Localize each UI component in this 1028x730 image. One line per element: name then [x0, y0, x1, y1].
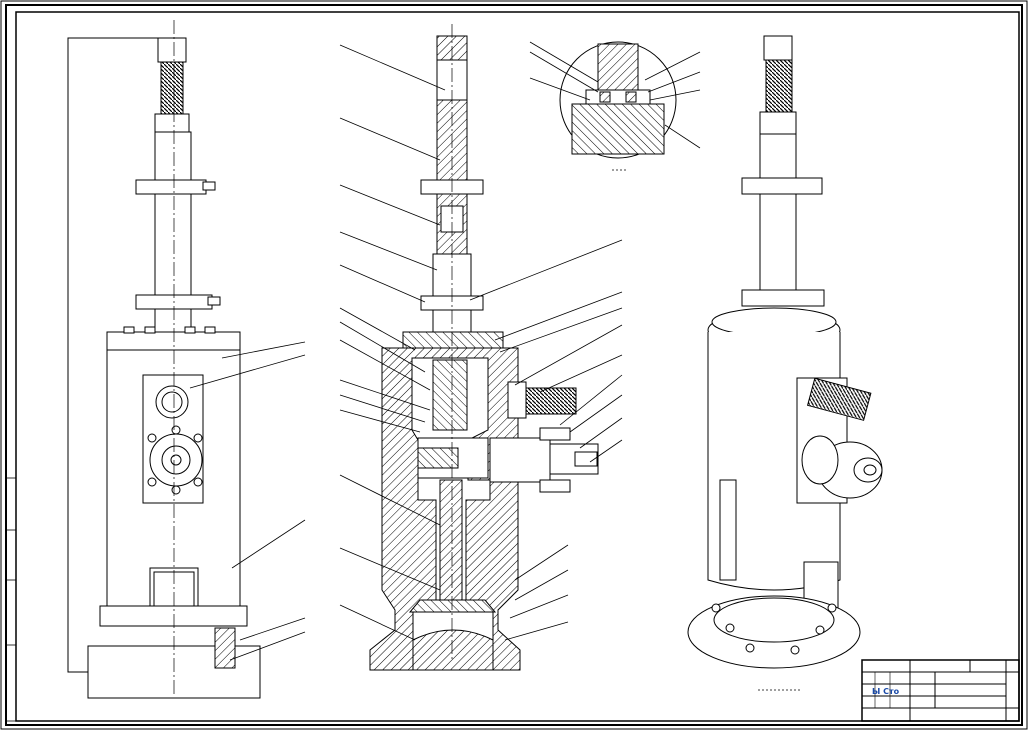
caption-marks	[612, 169, 802, 691]
front-view-leaders	[189, 341, 306, 661]
title-block-logo: Ы Сто	[872, 687, 900, 696]
left-margin-strip	[5, 477, 17, 722]
isometric-view	[687, 35, 883, 669]
title-block	[861, 659, 1020, 722]
front-view	[67, 20, 261, 699]
detail-view	[529, 41, 701, 159]
section-view-leaders	[339, 44, 623, 641]
